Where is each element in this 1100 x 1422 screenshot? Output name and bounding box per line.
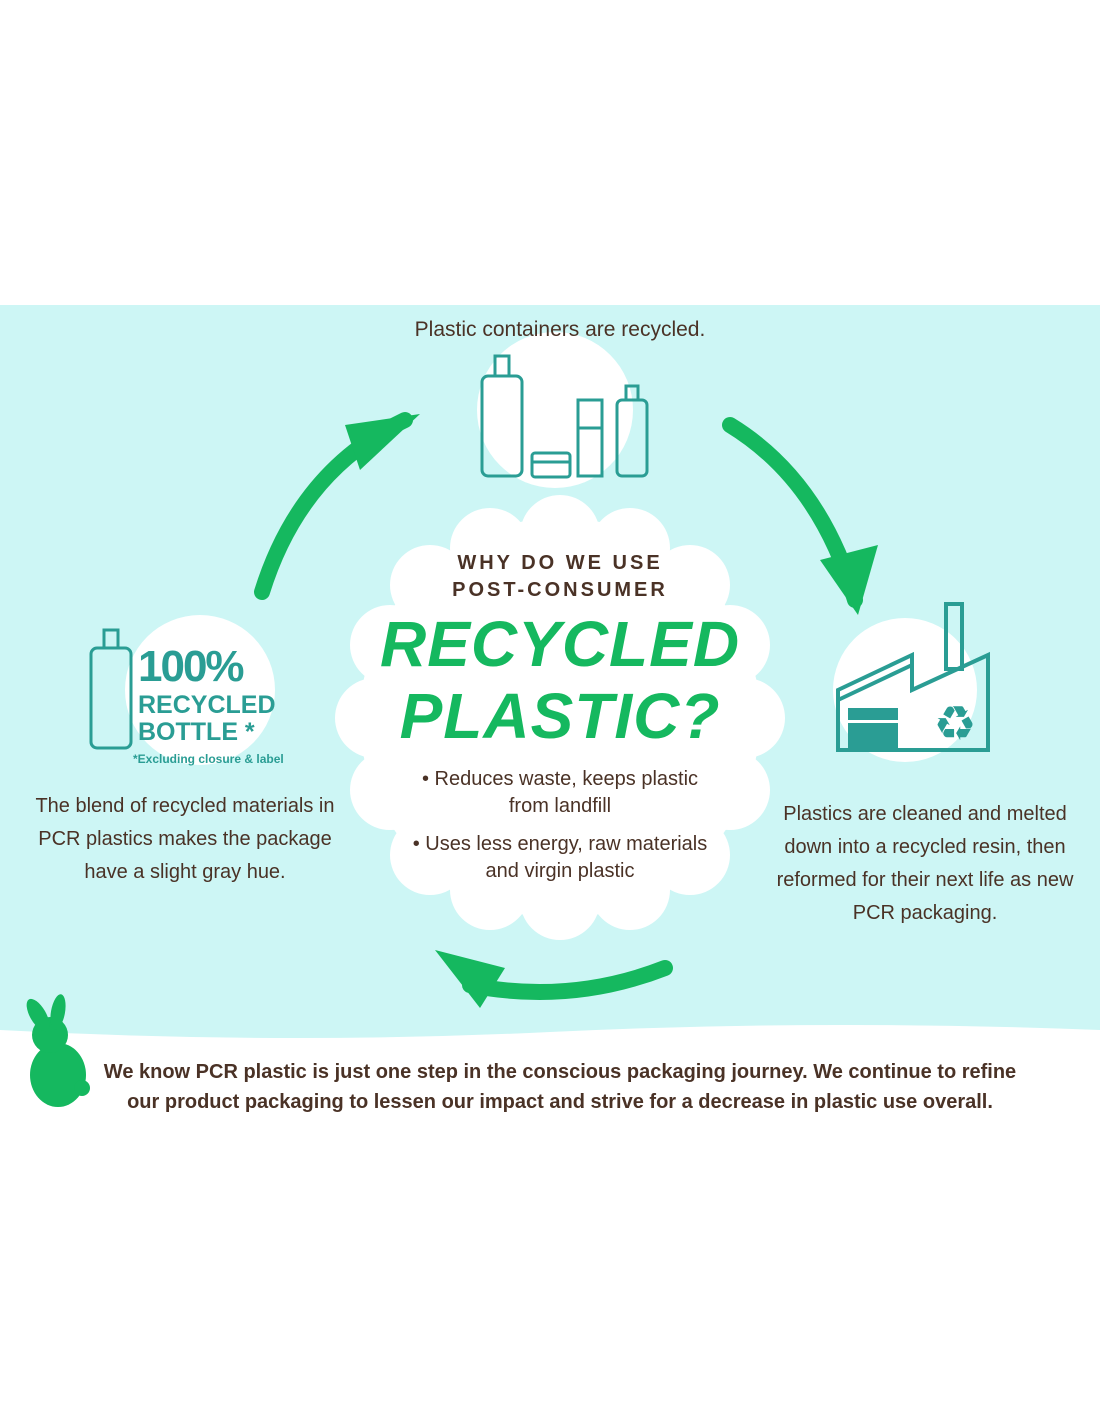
right-caption: Plastics are cleaned and melted down int… — [776, 803, 1074, 924]
bottle-label: BOTTLE * — [138, 718, 255, 746]
recycled-bottle-label: RECYCLED BOTTLE * — [138, 692, 276, 746]
left-caption: The blend of recycled materials in PCR p… — [35, 795, 335, 883]
recycle-icon: ♻ — [933, 698, 976, 751]
center-cloud — [335, 495, 785, 940]
percent-label: 100% — [138, 642, 245, 691]
recycled-label: RECYCLED — [138, 691, 276, 719]
footer-wave — [0, 1024, 1100, 1422]
bottles-icon — [480, 354, 649, 479]
footer-text: We know PCR plastic is just one step in … — [103, 1061, 1017, 1113]
bullet-item: • Uses less energy, raw materials and vi… — [412, 833, 708, 882]
exclusion-note: *Excluding closure & label — [133, 752, 284, 766]
factory-icon — [836, 602, 990, 752]
headline-line-2: PLASTIC? — [399, 680, 721, 752]
bunny-icon — [26, 994, 90, 1107]
headline: RECYCLED PLASTIC? — [380, 608, 740, 752]
top-caption: Plastic containers are recycled. — [414, 318, 706, 341]
headline-line-1: RECYCLED — [380, 608, 741, 680]
question-line-2: POST-CONSUMER — [452, 579, 668, 601]
center-question: WHY DO WE USE POST-CONSUMER — [400, 550, 720, 604]
question-line-1: WHY DO WE USE — [457, 552, 663, 574]
bullet-item: • Reduces waste, keeps plastic from land… — [421, 768, 699, 817]
bottle-icon — [89, 628, 133, 750]
